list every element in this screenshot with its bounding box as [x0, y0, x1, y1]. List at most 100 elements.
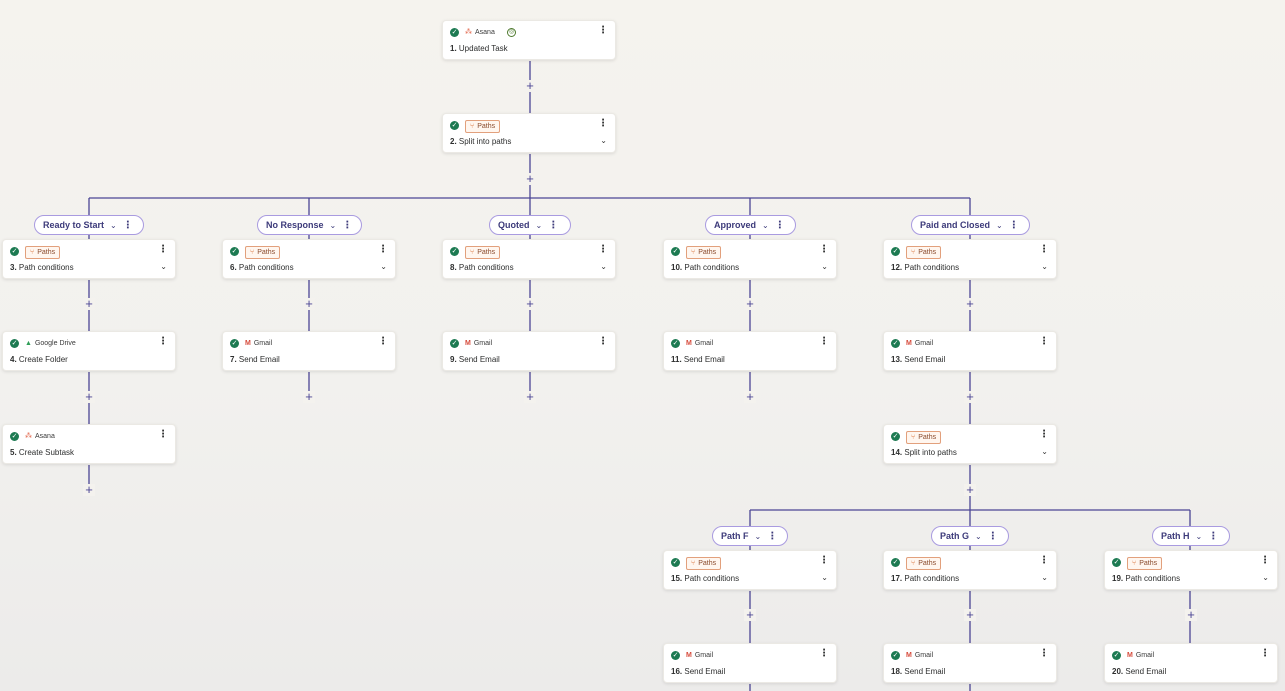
chevron-down-icon[interactable]: ⌄ — [762, 220, 769, 230]
chevron-down-icon[interactable]: ⌄ — [110, 220, 117, 230]
path-menu-button[interactable]: ⋮ — [342, 219, 353, 231]
step-title: 7. Send Email — [230, 355, 280, 364]
path-menu-button[interactable]: ⋮ — [767, 530, 778, 542]
add-step-button[interactable]: + — [524, 297, 536, 310]
chevron-down-icon[interactable]: ⌄ — [1195, 531, 1203, 541]
step-menu-button[interactable]: ⋮ — [819, 336, 829, 347]
step-4-node[interactable]: ✓ ▲Google Drive ⋮ 4. Create Folder — [2, 331, 176, 371]
add-step-button[interactable]: + — [964, 483, 976, 496]
add-step-button[interactable]: + — [1185, 608, 1197, 621]
chevron-down-icon[interactable]: ⌄ — [600, 262, 607, 271]
chevron-down-icon[interactable]: ⌄ — [160, 262, 167, 271]
add-step-button[interactable]: + — [83, 390, 95, 403]
path-paid-and-closed[interactable]: Paid and Closed ⌄ ⋮ — [911, 215, 1030, 235]
path-quoted[interactable]: Quoted ⌄ ⋮ — [489, 215, 571, 235]
path-h[interactable]: Path H ⌄ ⋮ — [1152, 526, 1230, 546]
add-step-button[interactable]: + — [524, 390, 536, 403]
step-menu-button[interactable]: ⋮ — [1260, 648, 1270, 659]
chevron-down-icon[interactable]: ⌄ — [1262, 573, 1269, 582]
step-menu-button[interactable]: ⋮ — [598, 244, 608, 255]
add-step-button[interactable]: + — [964, 390, 976, 403]
chevron-down-icon[interactable]: ⌄ — [975, 531, 982, 541]
step-menu-button[interactable]: ⋮ — [378, 336, 388, 347]
step-menu-button[interactable]: ⋮ — [158, 244, 168, 255]
add-step-button[interactable]: + — [524, 172, 536, 185]
add-step-button[interactable]: + — [744, 608, 756, 621]
chevron-down-icon[interactable]: ⌄ — [996, 220, 1003, 230]
chevron-down-icon[interactable]: ⌄ — [821, 573, 828, 582]
step-menu-button[interactable]: ⋮ — [1039, 244, 1049, 255]
success-check-icon: ✓ — [450, 247, 459, 256]
add-step-button[interactable]: + — [744, 390, 756, 403]
add-step-button[interactable]: + — [964, 608, 976, 621]
chevron-down-icon[interactable]: ⌄ — [1041, 573, 1048, 582]
step-menu-button[interactable]: ⋮ — [598, 336, 608, 347]
step-15-node[interactable]: ✓ ⑂Paths ⋮ 15. Path conditions ⌄ — [663, 550, 837, 590]
step-1-node[interactable]: ✓ ⁂Asana ◎ ⋮ 1. Updated Task — [442, 20, 616, 60]
step-12-node[interactable]: ✓ ⑂Paths ⋮ 12. Path conditions ⌄ — [883, 239, 1057, 279]
gmail-icon: M — [686, 652, 692, 659]
step-menu-button[interactable]: ⋮ — [1039, 648, 1049, 659]
chevron-down-icon[interactable]: ⌄ — [600, 136, 607, 145]
path-menu-button[interactable]: ⋮ — [548, 219, 559, 231]
chevron-down-icon[interactable]: ⌄ — [1041, 447, 1048, 456]
path-no-response[interactable]: No Response ⌄ ⋮ — [257, 215, 362, 235]
chevron-down-icon[interactable]: ⌄ — [821, 262, 828, 271]
add-step-button[interactable]: + — [964, 297, 976, 310]
chevron-down-icon[interactable]: ⌄ — [380, 262, 387, 271]
path-menu-button[interactable]: ⋮ — [122, 219, 133, 231]
add-step-button[interactable]: + — [744, 297, 756, 310]
step-app: ▲Google Drive — [25, 340, 76, 347]
step-menu-button[interactable]: ⋮ — [819, 244, 829, 255]
step-menu-button[interactable]: ⋮ — [598, 25, 608, 36]
step-menu-button[interactable]: ⋮ — [1039, 555, 1049, 566]
step-menu-button[interactable]: ⋮ — [819, 555, 829, 566]
chevron-down-icon[interactable]: ⌄ — [754, 531, 762, 541]
step-menu-button[interactable]: ⋮ — [158, 336, 168, 347]
step-3-node[interactable]: ✓ ⑂Paths ⋮ 3. Path conditions ⌄ — [2, 239, 176, 279]
path-approved[interactable]: Approved ⌄ ⋮ — [705, 215, 796, 235]
step-2-node[interactable]: ✓ ⑂Paths ⋮ 2. Split into paths ⌄ — [442, 113, 616, 153]
add-step-button[interactable]: + — [524, 79, 536, 92]
add-step-button[interactable]: + — [303, 297, 315, 310]
step-8-node[interactable]: ✓ ⑂Paths ⋮ 8. Path conditions ⌄ — [442, 239, 616, 279]
path-f[interactable]: Path F ⌄ ⋮ — [712, 526, 788, 546]
step-6-node[interactable]: ✓ ⑂Paths ⋮ 6. Path conditions ⌄ — [222, 239, 396, 279]
step-19-node[interactable]: ✓ ⑂Paths ⋮ 19. Path conditions ⌄ — [1104, 550, 1278, 590]
step-menu-button[interactable]: ⋮ — [378, 244, 388, 255]
chevron-down-icon[interactable]: ⌄ — [329, 220, 337, 230]
path-menu-button[interactable]: ⋮ — [774, 219, 785, 231]
path-menu-button[interactable]: ⋮ — [1008, 219, 1019, 231]
step-menu-button[interactable]: ⋮ — [1039, 429, 1049, 440]
add-step-button[interactable]: + — [83, 297, 95, 310]
step-10-node[interactable]: ✓ ⑂Paths ⋮ 10. Path conditions ⌄ — [663, 239, 837, 279]
step-menu-button[interactable]: ⋮ — [1039, 336, 1049, 347]
chevron-down-icon[interactable]: ⌄ — [535, 220, 543, 230]
step-menu-button[interactable]: ⋮ — [819, 648, 829, 659]
path-ready-to-start[interactable]: Ready to Start ⌄ ⋮ — [34, 215, 144, 235]
chevron-down-icon[interactable]: ⌄ — [1041, 262, 1048, 271]
step-17-node[interactable]: ✓ ⑂Paths ⋮ 17. Path conditions ⌄ — [883, 550, 1057, 590]
step-5-node[interactable]: ✓ ⁂Asana ⋮ 5. Create Subtask — [2, 424, 176, 464]
step-title: 20. Send Email — [1112, 667, 1167, 676]
step-menu-button[interactable]: ⋮ — [158, 429, 168, 440]
path-menu-button[interactable]: ⋮ — [1208, 530, 1219, 542]
path-menu-button[interactable]: ⋮ — [987, 530, 998, 542]
paths-badge: ⑂Paths — [686, 246, 722, 259]
step-menu-button[interactable]: ⋮ — [1260, 555, 1270, 566]
add-step-button[interactable]: + — [83, 483, 95, 496]
path-g[interactable]: Path G ⌄ ⋮ — [931, 526, 1009, 546]
step-14-node[interactable]: ✓ ⑂Paths ⋮ 14. Split into paths ⌄ — [883, 424, 1057, 464]
add-step-button[interactable]: + — [303, 390, 315, 403]
step-menu-button[interactable]: ⋮ — [598, 118, 608, 129]
success-check-icon: ✓ — [891, 651, 900, 660]
